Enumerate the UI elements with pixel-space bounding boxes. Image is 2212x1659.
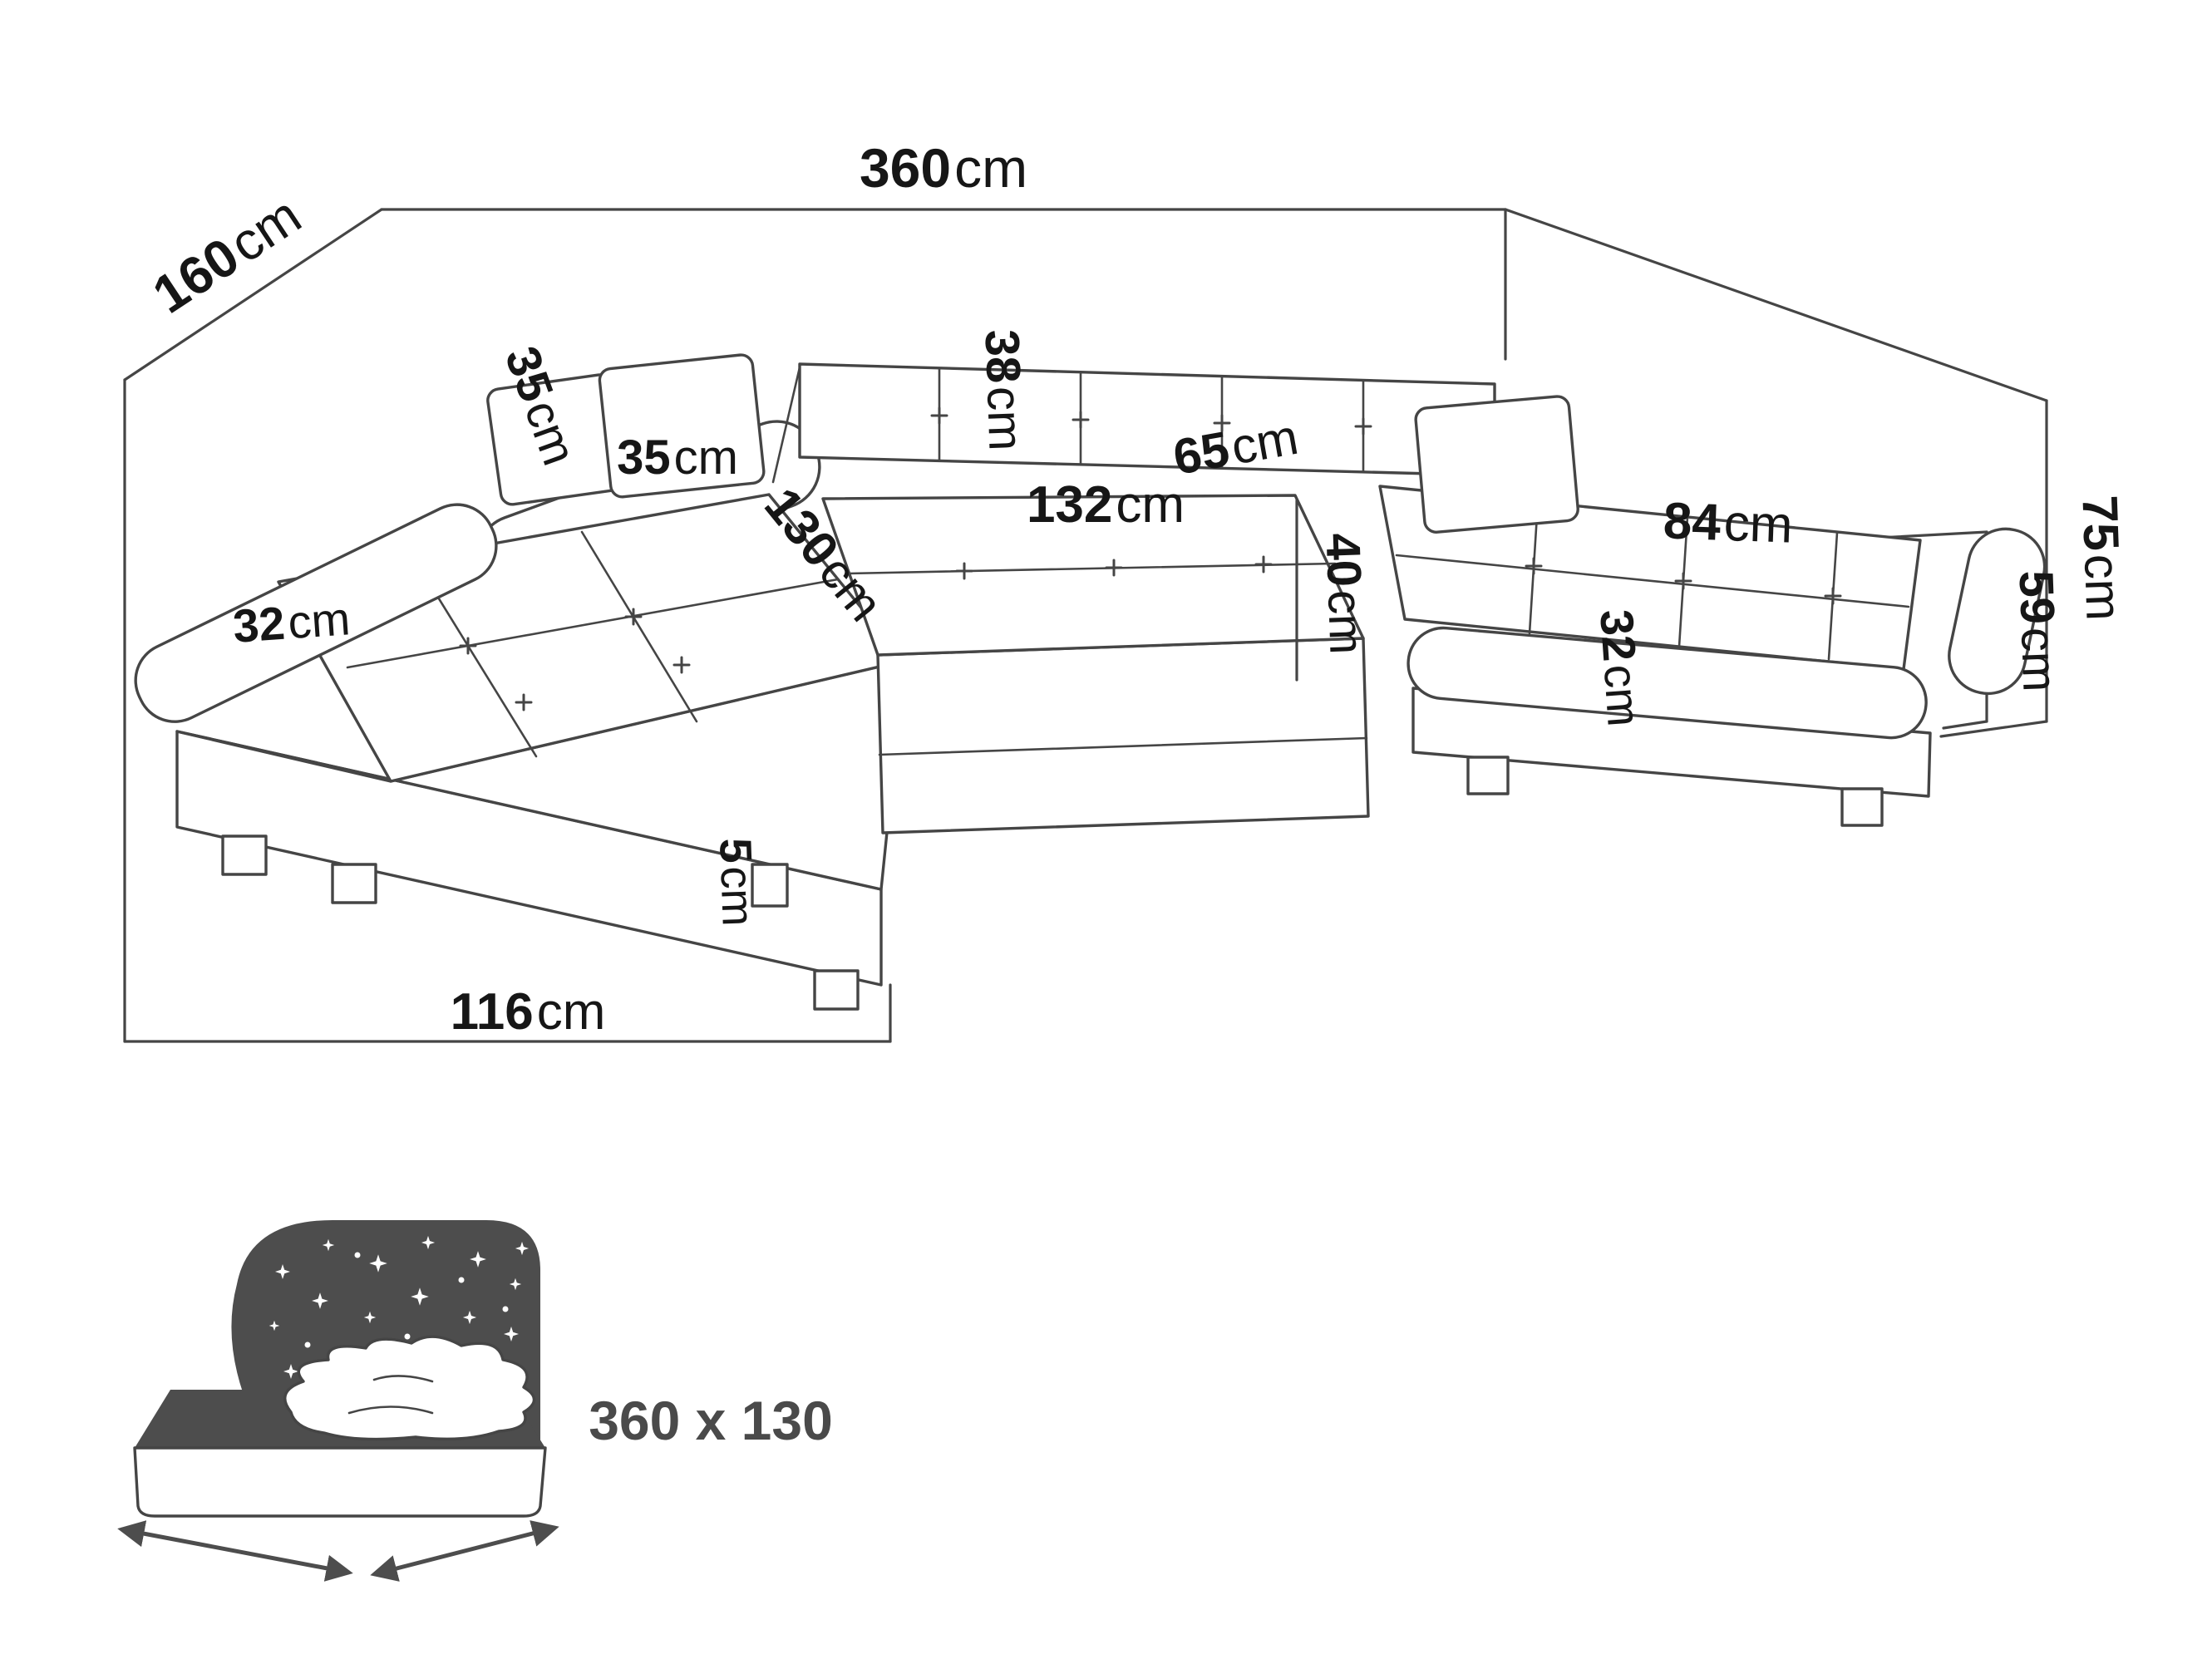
left-leg-3 (813, 969, 860, 1011)
center-seat-front-face (876, 637, 1370, 834)
center-seat-seam (846, 562, 1337, 575)
right-leg-2 (1840, 787, 1884, 827)
dim-seat-height-label: 40cm (1315, 532, 1373, 655)
dim-back-width-label: 360cm (860, 137, 1027, 199)
bedding-fold-lines (347, 1375, 434, 1415)
dim-backrest-thickness-label: 38cm (974, 328, 1032, 451)
dim-left-depth-label: 160cm (142, 185, 311, 325)
right-wall-bottom-ticks (1939, 720, 2048, 738)
dim-right-arm-width-label: 32cm (1590, 608, 1651, 728)
dim-arm-height-label: 59cm (2008, 569, 2067, 692)
right-armrest (1407, 626, 1928, 740)
center-seat-top (821, 494, 1365, 657)
back-cushion-tufts (930, 406, 1372, 436)
dim-pillow-large-label: 35cm (617, 431, 738, 485)
dim-total-height-label: 75cm (2072, 495, 2131, 622)
left-cushion-tufts (459, 608, 691, 711)
bedding-icon (283, 1335, 536, 1441)
back-cushion-band (798, 362, 1496, 477)
room-left-diagonal (123, 208, 383, 382)
left-leg-1 (221, 834, 268, 876)
dim-right-seat-length-label: 84cm (1663, 492, 1794, 554)
stars-icon (268, 1235, 530, 1386)
depth-arrow-icon (370, 1520, 559, 1582)
leg-height-reference-leg (751, 863, 789, 908)
right-wall-top (1504, 208, 2048, 402)
left-cushion-seams (346, 530, 840, 758)
dim-seat-depth-label: 65cm (1169, 409, 1302, 485)
right-cushion-tufts (1525, 557, 1842, 605)
dim-center-seat-width-label: 132cm (1027, 476, 1185, 534)
right-arm-endcap (1948, 527, 2047, 696)
dim-left-arm-width-label: 32cm (231, 592, 352, 652)
left-leg-2 (331, 863, 377, 904)
dim-left-section-width-label: 116cm (451, 983, 606, 1041)
room-outline (123, 208, 2048, 1043)
left-pillow-large (598, 353, 766, 499)
left-chaise (134, 353, 906, 1011)
right-pillow (1414, 395, 1579, 534)
dim-leg-height-label: 5cm (710, 837, 763, 927)
center-base-divider (878, 736, 1368, 756)
sleeping-area-icon (117, 1220, 559, 1582)
center-section (771, 362, 1496, 834)
right-leg-1 (1466, 756, 1510, 795)
mattress-front-icon (133, 1446, 547, 1518)
left-armrest (134, 503, 498, 723)
sleeping-area-size-label: 360 x 130 (589, 1390, 833, 1451)
center-seat-tufts (955, 555, 1273, 580)
right-chaise (1378, 395, 2047, 827)
width-arrow-icon (117, 1520, 353, 1582)
